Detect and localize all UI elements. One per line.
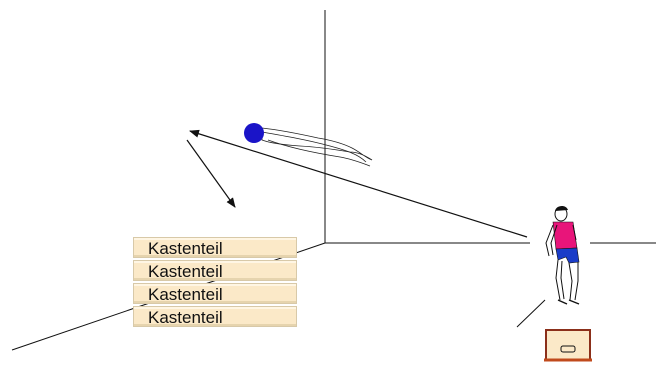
ball-icon [244, 123, 373, 167]
approach-line [516, 299, 546, 328]
box-part: Kastenteil [133, 306, 297, 327]
vaulting-box: Kastenteil Kastenteil Kastenteil Kastent… [133, 237, 297, 329]
gymnast-figure [545, 205, 580, 305]
trajectory-arrow [189, 129, 528, 238]
box-part: Kastenteil [133, 260, 297, 281]
box-part: Kastenteil [133, 283, 297, 304]
springboard-icon [544, 329, 592, 362]
rotation-arrow [186, 139, 236, 208]
box-part: Kastenteil [133, 237, 297, 258]
